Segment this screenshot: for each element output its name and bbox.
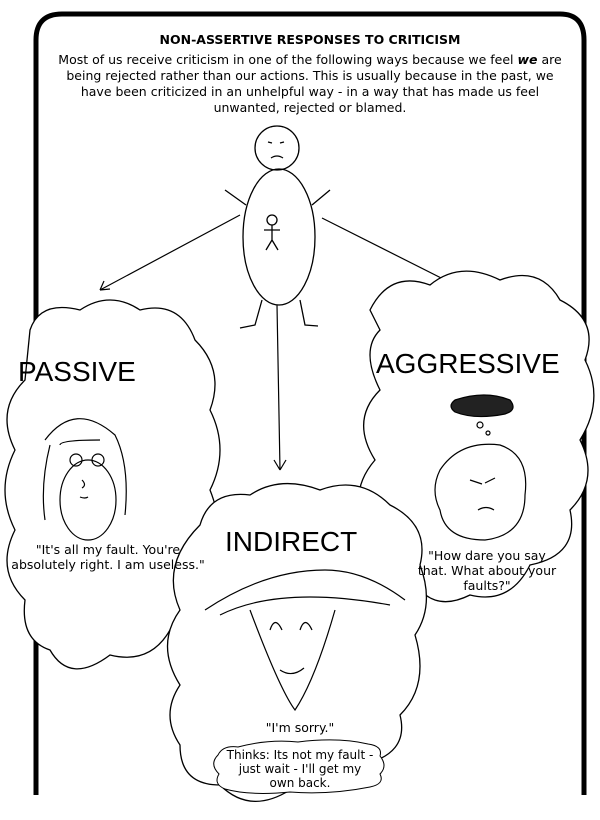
intro-paragraph: Most of us receive criticism in one of t… (50, 52, 570, 116)
indirect-face (204, 569, 406, 712)
aggressive-cloud (358, 270, 595, 603)
indirect-label: INDIRECT (225, 526, 358, 557)
passive-label: PASSIVE (18, 356, 136, 387)
page-title: NON-ASSERTIVE RESPONSES TO CRITICISM (159, 32, 461, 47)
passive-quote: "It's all my fault. You're absolutely ri… (11, 542, 205, 572)
aggressive-face (434, 394, 527, 541)
intro-emphasis: we (517, 52, 538, 67)
indirect-quote: "I'm sorry." (265, 720, 335, 735)
frame-border (33, 11, 587, 795)
intro-text: Most of us receive criticism in one of t… (58, 52, 518, 67)
aggressive-label: AGGRESSIVE (376, 348, 560, 379)
thought-bubble (213, 739, 385, 794)
indirect-cloud (166, 482, 428, 802)
stick-figure (224, 125, 331, 329)
passive-face (42, 418, 127, 541)
aggressive-quote: "How dare you say that. What about your … (417, 548, 557, 593)
intro-text-cont: are being rejected rather than our actio… (66, 52, 562, 115)
indirect-thought: Thinks: Its not my fault - just wait - I… (226, 748, 374, 790)
